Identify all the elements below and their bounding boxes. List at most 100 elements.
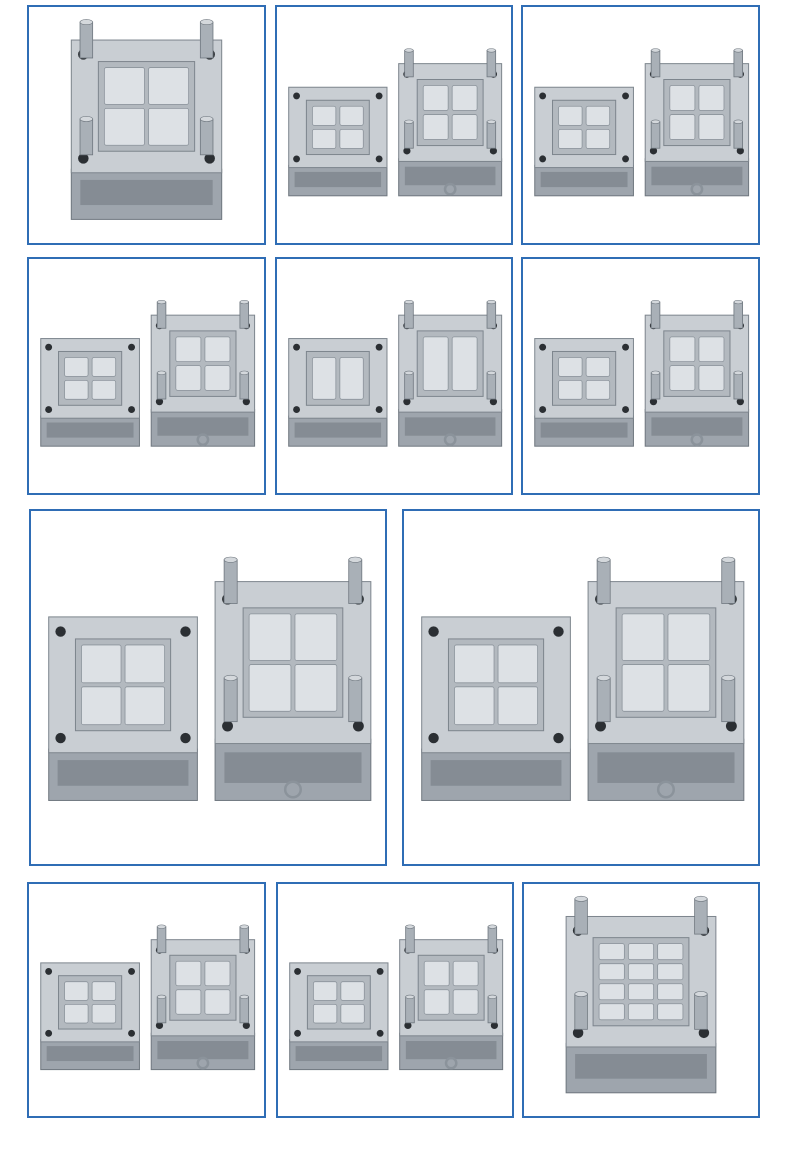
mold-base-slot [295,1046,383,1062]
mold-cavity-detail [175,960,202,987]
guide-pillar [156,996,167,1024]
mold-plate [288,86,388,197]
guide-pillar-top [404,299,414,305]
guide-pillar-top [156,299,167,305]
gallery-tile-1 [27,5,266,245]
guide-pillar-top [721,556,736,563]
mold-bolt-hole [78,153,89,164]
mold-bolt-hole [539,343,547,351]
guide-pillar [733,372,744,400]
mold-bolt-hole [649,147,658,155]
gallery-tile-4 [27,257,266,495]
mold-cavity-detail [454,644,495,684]
lifting-eye [656,780,675,799]
mold-plate [421,616,571,801]
mold-cavity-detail [454,686,495,726]
mold-bolt-hole [428,626,439,637]
mold-cavity-detail [698,85,725,111]
mold-cavity-detail [598,943,625,961]
mold-cavity-detail [64,1003,89,1024]
mold-cavity-detail [598,963,625,981]
mold-cavity-detail [451,114,478,140]
guide-pillar-top [156,370,167,375]
guide-pillar [650,301,661,329]
guide-pillar [239,372,250,400]
mold-base-slot [575,1054,707,1079]
mold-cavity-detail [667,664,711,712]
mold-base-slot [404,417,496,436]
mold-cavity-detail [497,644,539,684]
mold-cavity-detail [558,129,583,149]
mold-cavity-detail [204,336,231,363]
mold-cavity-detail [669,336,696,363]
mold-bolt-hole [403,147,411,155]
mold-base-slot [57,760,189,786]
mold-base-slot [224,752,362,783]
mold-photo [40,924,256,1071]
mold-bolt-hole [45,343,53,351]
guide-pillar-top [487,924,497,929]
gallery-tile-5 [275,257,513,495]
mold-bolt-hole [539,92,547,100]
guide-pillar [694,993,708,1030]
mold-cavity-detail [452,960,479,987]
guide-pillar [156,926,167,954]
mold-bolt-hole [155,398,164,406]
mold-cavity-detail [339,357,364,400]
mold-bolt-hole [293,406,301,414]
mold-cavity-detail [657,963,684,981]
guide-pillar-top [156,924,167,929]
mold-bolt-hole [572,1027,584,1039]
mold-photo [534,299,750,447]
lifting-eye [443,182,457,196]
mold-cavity-detail [585,129,611,149]
guide-pillar-top [404,48,414,53]
mold-cavity-detail [311,129,337,149]
guide-pillar [596,559,611,604]
guide-pillar-top [404,370,414,375]
guide-pillar-top [348,556,363,563]
mold-bolt-hole [180,626,191,637]
guide-pillar [733,121,744,149]
guide-pillar-top [694,991,708,997]
mold-cavity-detail [627,963,655,981]
mold-cavity-detail [175,365,202,391]
mold-cavity-detail [698,365,725,391]
mold-bolt-hole [375,155,383,163]
guide-pillar-top [733,119,743,124]
mold-bolt-hole [490,1021,499,1030]
guide-pillar-top [487,994,497,999]
mold-plate [150,924,256,1071]
mold-bolt-hole [222,720,233,732]
guide-pillar [199,21,214,59]
mold-photo [48,556,372,801]
mold-cavity-detail [175,989,202,1015]
mold-bolt-hole [622,92,630,100]
mold-bolt-hole [403,398,411,406]
mold-photo [288,48,503,197]
guide-pillar [404,372,414,400]
mold-base-slot [540,422,628,438]
mold-bolt-hole [736,147,744,155]
mold-bolt-hole [242,398,250,406]
guide-pillar-top [694,895,708,902]
guide-pillar [650,372,661,400]
mold-bolt-hole [622,155,630,163]
mold-base-slot [46,1046,134,1062]
guide-pillar [239,926,250,954]
gallery-tile-9 [27,882,266,1118]
guide-pillar-top [574,991,588,997]
guide-pillar-top [200,19,214,26]
mold-bolt-hole [128,343,136,351]
mold-cavity-detail [91,1003,117,1024]
guide-pillar [79,21,94,59]
mold-cavity-detail [204,960,231,987]
guide-pillar [733,50,744,78]
mold-bolt-hole [489,147,498,155]
mold-cavity-detail [627,983,655,1001]
mold-cavity-detail [627,1003,655,1021]
mold-bolt-hole [180,732,191,744]
mold-cavity-detail [91,357,117,377]
mold-bolt-hole [553,626,564,637]
mold-bolt-hole [352,720,364,732]
